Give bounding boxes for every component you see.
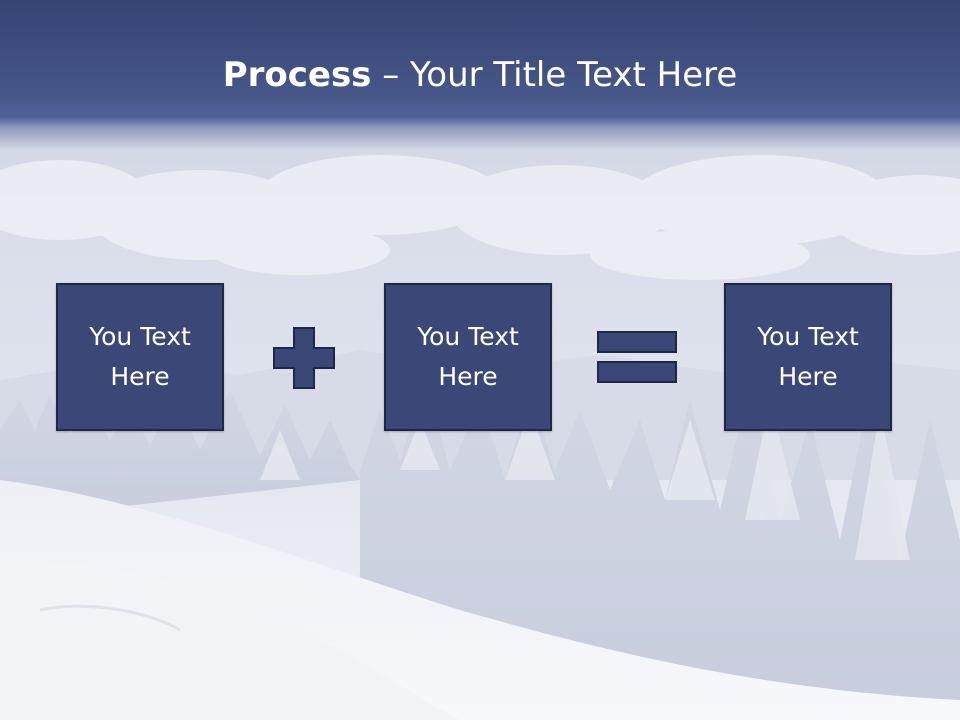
equals-icon: [597, 331, 677, 383]
process-box-3-text: You Text Here: [757, 322, 859, 391]
process-box-2-text: You Text Here: [417, 322, 519, 391]
process-box-1[interactable]: You Text Here: [56, 283, 224, 431]
plus-icon: [273, 327, 335, 389]
title-bar: [0, 0, 960, 150]
process-box-2[interactable]: You Text Here: [384, 283, 552, 431]
slide-title: Process – Your Title Text Here: [0, 52, 960, 98]
title-bold: Process: [222, 55, 372, 95]
process-box-3[interactable]: You Text Here: [724, 283, 892, 431]
title-rest: – Your Title Text Here: [371, 55, 738, 95]
process-box-1-text: You Text Here: [89, 322, 191, 391]
